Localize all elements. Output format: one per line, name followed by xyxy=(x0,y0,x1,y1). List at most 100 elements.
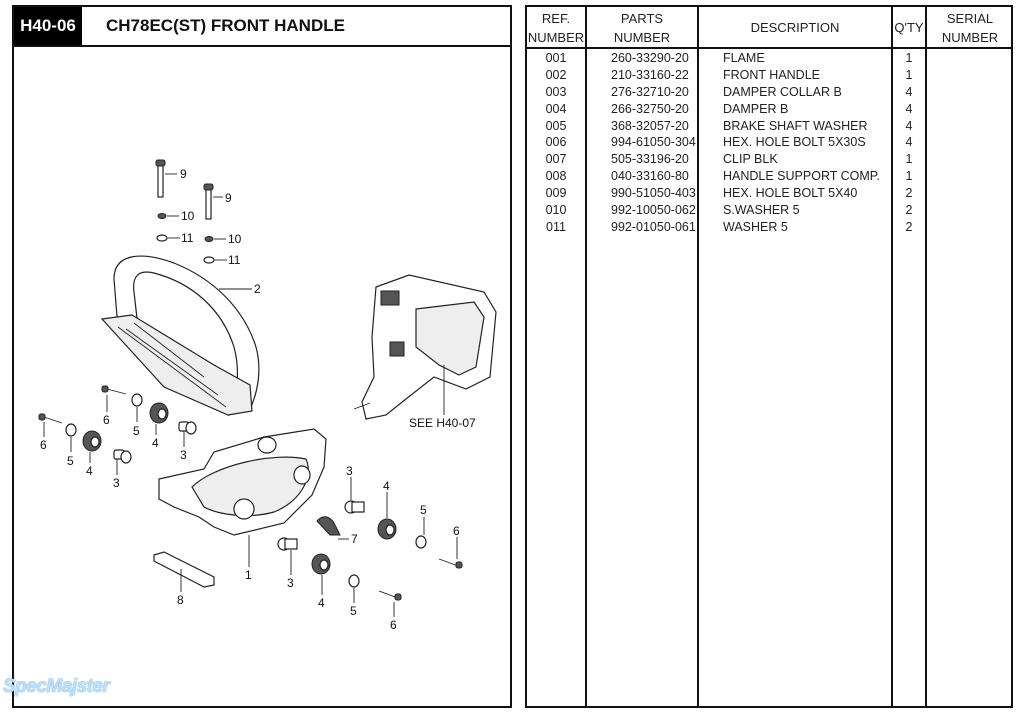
callout-5-lower: 5 xyxy=(67,454,74,468)
ref-cell: 010 xyxy=(545,203,567,218)
callout-3-right-a: 3 xyxy=(346,464,353,478)
diagram-panel: H40-06 CH78EC(ST) FRONT HANDLE xyxy=(12,5,512,708)
part-8-plate xyxy=(153,551,215,592)
callout-6-upper: 6 xyxy=(103,413,110,427)
part-number-cell: 266-32750-20 xyxy=(611,101,689,116)
callout-11a: 11 xyxy=(181,231,194,245)
part-number-cell: 990-51050-403 xyxy=(611,186,696,201)
description-cell: CLIP BLK xyxy=(723,152,778,167)
part-5-washer-right-a xyxy=(415,517,427,549)
header-qty-label: Q'TY xyxy=(894,20,924,35)
part-3-collar-lower xyxy=(113,449,132,475)
header-ref-number: REF. NUMBER xyxy=(527,7,585,47)
qty-cell: 4 xyxy=(905,118,913,133)
callout-6-lower: 6 xyxy=(40,438,47,452)
ref-cell: 006 xyxy=(545,135,567,150)
part-11-washer-b xyxy=(203,256,227,264)
part-10-washer-b xyxy=(204,236,226,242)
callout-9b: 9 xyxy=(225,191,232,205)
description-cell: HEX. HOLE BOLT 5X30S xyxy=(723,135,866,150)
header-parts-line1: PARTS xyxy=(620,11,664,26)
part-5-washer-upper xyxy=(131,393,143,422)
callout-6-right-a: 6 xyxy=(453,524,460,538)
callout-5-right-a: 5 xyxy=(420,503,427,517)
title-bar: H40-06 CH78EC(ST) FRONT HANDLE xyxy=(14,7,510,47)
callout-2: 2 xyxy=(254,282,261,296)
callout-3-right-b: 3 xyxy=(287,576,294,590)
qty-cell: 1 xyxy=(905,51,913,65)
section-code: H40-06 xyxy=(14,7,82,45)
header-serial-line1: SERIAL xyxy=(946,11,994,26)
callout-11b: 11 xyxy=(228,253,241,267)
part-number-cell: 992-01050-061 xyxy=(611,219,696,234)
callout-3-upper: 3 xyxy=(180,448,187,462)
callout-1: 1 xyxy=(245,568,252,582)
description-cell: FLAME xyxy=(723,51,765,65)
part-11-washer-a xyxy=(156,234,180,242)
callout-4-lower: 4 xyxy=(86,464,93,478)
part-number-cell: 040-33160-80 xyxy=(611,169,689,184)
description-cell: BRAKE SHAFT WASHER xyxy=(723,118,868,133)
qty-cell: 1 xyxy=(905,169,913,184)
header-parts-line2: NUMBER xyxy=(613,30,671,45)
part-3-collar-upper xyxy=(178,421,197,447)
part-5-washer-right-b xyxy=(348,574,360,603)
part-9-bolt-a xyxy=(155,159,177,198)
ref-cell: 011 xyxy=(546,219,566,234)
callout-6-right-b: 6 xyxy=(390,618,397,632)
part-9-bolt-b xyxy=(203,183,223,220)
ref-cell: 003 xyxy=(545,84,567,99)
part-3-collar-right-b xyxy=(277,537,298,575)
qty-cell: 2 xyxy=(905,203,913,218)
header-serial-line2: NUMBER xyxy=(941,30,999,45)
ref-cell: 004 xyxy=(545,101,567,116)
callout-8: 8 xyxy=(177,593,184,607)
part-number-cell: 992-10050-062 xyxy=(611,203,696,218)
callout-4-upper: 4 xyxy=(152,436,159,450)
header-divider xyxy=(527,47,1011,49)
ref-cell: 001 xyxy=(545,51,567,65)
part-number-cell: 505-33196-20 xyxy=(611,152,689,167)
qty-cell: 2 xyxy=(905,186,913,201)
part-number-cell: 994-61050-304 xyxy=(611,135,696,150)
qty-cell: 1 xyxy=(905,152,913,167)
part-number-cell: 210-33160-22 xyxy=(611,67,689,82)
header-qty: Q'TY xyxy=(893,7,925,47)
part-10-washer-a xyxy=(157,213,179,219)
qty-cell: 4 xyxy=(905,135,913,150)
qty-cell: 2 xyxy=(905,219,913,234)
header-description: DESCRIPTION xyxy=(699,7,891,47)
part-6-bolt-right-b xyxy=(378,590,402,617)
part-1-frame xyxy=(158,428,327,567)
part-6-bolt-lower xyxy=(38,413,63,437)
part-number-cell: 260-33290-20 xyxy=(611,51,689,65)
part-4-damper-lower xyxy=(82,430,102,463)
part-4-damper-right-b xyxy=(311,553,331,595)
header-description-label: DESCRIPTION xyxy=(750,20,840,35)
description-cell: DAMPER COLLAR B xyxy=(723,84,842,99)
callout-3-lower: 3 xyxy=(113,476,120,490)
callout-9a: 9 xyxy=(180,167,187,181)
reference-note: SEE H40-07 xyxy=(409,416,476,430)
header-ref-line1: REF. xyxy=(541,11,571,26)
part-3-collar-right-a xyxy=(344,477,365,514)
rear-handle-assembly-reference xyxy=(353,274,497,420)
description-cell: WASHER 5 xyxy=(723,219,788,234)
part-6-bolt-right-a xyxy=(438,537,463,569)
header-serial-number: SERIAL NUMBER xyxy=(927,7,1013,47)
description-cell: DAMPER B xyxy=(723,101,789,116)
ref-cell: 008 xyxy=(545,169,567,184)
ref-cell: 007 xyxy=(545,152,567,167)
part-5-washer-lower xyxy=(65,423,77,452)
callout-4-right-a: 4 xyxy=(383,479,390,493)
part-7-clip xyxy=(316,516,349,540)
ref-cell: 002 xyxy=(545,67,567,82)
watermark-logo: SpecMajster xyxy=(3,676,110,697)
callout-10a: 10 xyxy=(181,209,195,223)
qty-cell: 4 xyxy=(905,101,913,116)
